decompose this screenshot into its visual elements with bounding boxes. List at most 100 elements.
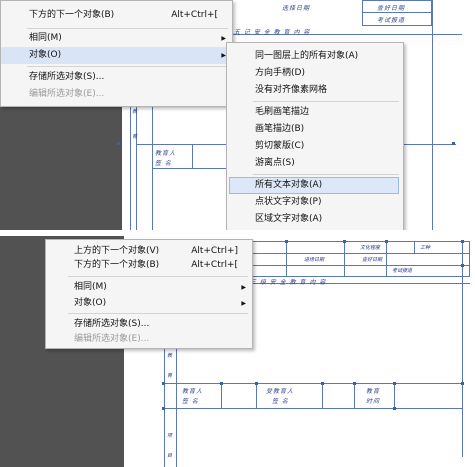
menu-item-edit-selection[interactable]: 编辑所选对象(E)... bbox=[29, 89, 105, 99]
signature-label: 签 名 bbox=[155, 160, 172, 167]
submenu-item-stray-points[interactable]: 游离点(S) bbox=[255, 158, 295, 168]
menu-item-next-object-below[interactable]: 下方的下一个对象(B) Alt+Ctrl+[ bbox=[46, 257, 252, 274]
menu-separator bbox=[68, 276, 248, 277]
menu-item-edit-selection[interactable]: 编辑所选对象(E)... bbox=[74, 334, 150, 344]
menu-separator bbox=[253, 174, 399, 175]
menu-separator bbox=[27, 66, 228, 67]
form-line bbox=[164, 277, 165, 467]
form-line bbox=[152, 0, 153, 230]
select-main-menu: 上方的下一个对象(V) Alt+Ctrl+] 下方的下一个对象(B) Alt+C… bbox=[45, 239, 253, 349]
menu-item-next-object-above[interactable]: 上方的下一个对象(V) Alt+Ctrl+] bbox=[46, 243, 252, 260]
form-line bbox=[394, 383, 395, 408]
submenu-item-point-text[interactable]: 点状文字对象(P) bbox=[255, 197, 322, 207]
signature-label: 教育人 bbox=[182, 388, 204, 395]
shortcut-label: Alt+Ctrl+] bbox=[191, 246, 238, 256]
submenu-item-area-text[interactable]: 区域文字对象(A) bbox=[255, 214, 323, 224]
header-cell-text: 工种 bbox=[420, 245, 431, 251]
side-mark: 育 bbox=[132, 134, 138, 140]
top-screenshot-panel: 选择日期 查好日期 考试报道 五 记 安 全 教 育 内 容 教 育 教育人 签… bbox=[0, 0, 475, 230]
anchor-point[interactable] bbox=[461, 382, 464, 385]
anchor-point[interactable] bbox=[220, 382, 223, 385]
menu-item-same[interactable]: 相同(M) ▶ bbox=[1, 30, 232, 47]
anchor-point[interactable] bbox=[162, 407, 165, 410]
header-cell-box bbox=[362, 0, 432, 26]
form-line bbox=[221, 383, 222, 408]
submenu-item-same-layer[interactable]: 同一图层上的所有对象(A) bbox=[255, 51, 359, 61]
signature-label: 教育 bbox=[366, 388, 381, 395]
object-submenu: 同一图层上的所有对象(A) 方向手柄(D) 没有对齐像素网格 毛刷画笔描边 画笔… bbox=[226, 42, 404, 230]
anchor-point[interactable] bbox=[393, 382, 396, 385]
form-line bbox=[136, 0, 137, 230]
submenu-item-clipping-masks[interactable]: 剪切蒙版(C) bbox=[255, 141, 305, 151]
submenu-item-not-pixel-aligned[interactable]: 没有对齐像素网格 bbox=[255, 85, 328, 95]
form-row-text: 三 级 安 全 教 育 内 容 bbox=[250, 279, 327, 286]
anchor-point[interactable] bbox=[461, 240, 464, 243]
form-row-text: 五 记 安 全 教 育 内 容 bbox=[234, 29, 311, 36]
header-cell-text: 文化程度 bbox=[360, 245, 381, 251]
form-line bbox=[354, 383, 355, 408]
anchor-point[interactable] bbox=[321, 382, 324, 385]
side-mark: 项 bbox=[167, 433, 173, 439]
signature-label: 签 名 bbox=[272, 398, 289, 405]
anchor-point[interactable] bbox=[353, 382, 356, 385]
signature-label: 教育人 bbox=[155, 150, 177, 157]
side-mark: 教 bbox=[167, 353, 173, 359]
submenu-arrow-icon: ▶ bbox=[241, 300, 246, 307]
menu-item-save-selection[interactable]: 存储所选对象(S)... bbox=[29, 72, 105, 82]
header-cell-text: 查好日期 bbox=[362, 257, 383, 263]
shortcut-label: Alt+Ctrl+[ bbox=[171, 10, 218, 20]
menu-separator bbox=[253, 101, 399, 102]
header-cell-text: 查好日期 bbox=[377, 5, 406, 12]
form-line bbox=[414, 241, 415, 253]
menu-item-next-object-below[interactable]: 下方的下一个对象(B) Alt+Ctrl+[ bbox=[1, 7, 232, 24]
form-line bbox=[130, 0, 131, 230]
menu-item-save-selection[interactable]: 存储所选对象(S)... bbox=[74, 319, 150, 329]
anchor-point[interactable] bbox=[162, 382, 165, 385]
submenu-item-direction-handles[interactable]: 方向手柄(D) bbox=[255, 68, 305, 78]
submenu-item-brush-strokes[interactable]: 画笔描边(B) bbox=[255, 124, 305, 134]
submenu-item-all-text-objects[interactable]: 所有文本对象(A) bbox=[229, 177, 399, 194]
form-line bbox=[462, 241, 463, 457]
side-mark: 育 bbox=[167, 373, 173, 379]
signature-label: 时间 bbox=[366, 398, 381, 405]
shortcut-label: Alt+Ctrl+[ bbox=[191, 260, 238, 270]
select-main-menu: 下方的下一个对象(B) Alt+Ctrl+[ 相同(M) ▶ 对象(O) ▶ 存… bbox=[0, 0, 233, 107]
submenu-arrow-icon: ▶ bbox=[241, 284, 246, 291]
submenu-arrow-icon: ▶ bbox=[221, 35, 226, 42]
form-line bbox=[164, 383, 462, 384]
form-line bbox=[286, 241, 287, 277]
anchor-point[interactable] bbox=[255, 382, 258, 385]
menu-item-same[interactable]: 相同(M) ▶ bbox=[46, 279, 252, 296]
menu-item-object[interactable]: 对象(O) ▶ bbox=[46, 295, 252, 312]
form-line bbox=[246, 283, 470, 284]
form-line bbox=[124, 265, 470, 266]
anchor-point[interactable] bbox=[393, 407, 396, 410]
side-mark: 目 bbox=[167, 453, 173, 459]
form-line bbox=[192, 144, 193, 169]
anchor-point[interactable] bbox=[385, 240, 388, 243]
anchor-point[interactable] bbox=[117, 142, 120, 145]
form-line bbox=[124, 253, 470, 254]
bottom-screenshot-panel: 文化程度 工种 进场日期 查好日期 考试报道 三 级 安 全 教 育 内 容 教… bbox=[0, 236, 475, 467]
form-line bbox=[386, 241, 387, 277]
form-line bbox=[164, 408, 462, 409]
menu-item-object[interactable]: 对象(O) ▶ bbox=[1, 47, 232, 64]
anchor-point[interactable] bbox=[461, 264, 464, 267]
form-line bbox=[432, 0, 433, 230]
form-line bbox=[256, 383, 257, 408]
anchor-point[interactable] bbox=[343, 240, 346, 243]
header-cell-text: 进场日期 bbox=[304, 257, 325, 263]
submenu-arrow-icon: ▶ bbox=[221, 52, 226, 59]
submenu-item-bristle-brush[interactable]: 毛刷画笔描边 bbox=[255, 107, 310, 117]
form-line bbox=[232, 34, 462, 35]
anchor-point[interactable] bbox=[285, 240, 288, 243]
menu-separator bbox=[27, 28, 228, 29]
side-mark: 教 bbox=[132, 109, 138, 115]
header-cell-text: 考试报道 bbox=[377, 17, 406, 24]
anchor-point[interactable] bbox=[452, 142, 455, 145]
header-cell-text: 选择日期 bbox=[282, 5, 311, 12]
signature-label: 签 名 bbox=[182, 398, 199, 405]
header-cell-text: 考试报道 bbox=[392, 268, 413, 274]
form-line bbox=[362, 12, 432, 13]
form-line bbox=[344, 241, 345, 277]
